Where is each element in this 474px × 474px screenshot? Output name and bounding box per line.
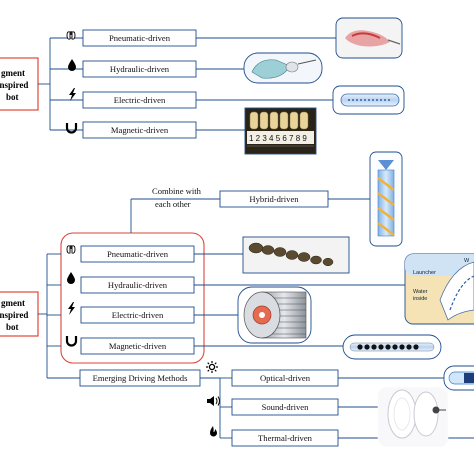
lightning-icon — [69, 88, 76, 101]
emerging-box: Emerging Driving Methods — [79, 369, 201, 387]
bottom-tree-lines — [38, 198, 474, 439]
top-box-hydraulic: Hydraulic-driven — [82, 60, 197, 78]
top-root-title-1: gment — [1, 68, 25, 78]
top-box-electric: Electric-driven — [82, 91, 197, 109]
label-sound: Sound-driven — [262, 402, 309, 412]
bottom-label-hydraulic: Hydraulic-driven — [108, 280, 168, 290]
emerging-label: Emerging Driving Methods — [93, 373, 188, 383]
flame-icon — [210, 426, 217, 437]
hydraulic-water-text-2: inside — [413, 296, 427, 302]
bottom-photo-pneumatic — [242, 236, 350, 274]
top-photo-hydraulic — [243, 52, 323, 84]
hydraulic-corner-text: W — [464, 258, 470, 264]
water-drop-icon — [68, 59, 76, 71]
bottom-root-title-2: inspired — [0, 310, 28, 320]
top-tree-lines — [38, 37, 336, 131]
bottom-photo-optical — [443, 365, 474, 391]
box-sound: Sound-driven — [231, 398, 339, 416]
hydraulic-launcher-text: Launcher — [413, 270, 436, 276]
top-photo-pneumatic — [335, 17, 403, 59]
top-root-title-3: bot — [6, 92, 19, 102]
bottom-photo-hybrid — [369, 151, 403, 247]
top-label-hydraulic: Hydraulic-driven — [110, 64, 170, 74]
top-photo-electric — [332, 85, 405, 115]
bottom-box-pneumatic: Pneumatic-driven — [80, 245, 195, 263]
bottom-photo-electric — [237, 286, 312, 344]
bottom-root-box — [0, 291, 39, 337]
top-box-pneumatic: Pneumatic-driven — [82, 29, 197, 47]
bottom-photo-sound — [377, 386, 449, 448]
lung-icon — [66, 245, 76, 254]
speaker-icon — [207, 396, 220, 406]
top-ruler-digits: 1 2 3 4 5 6 7 8 9 — [249, 134, 307, 143]
top-label-magnetic: Magnetic-driven — [111, 125, 169, 135]
lung-icon — [66, 31, 76, 40]
bottom-photo-magnetic — [342, 334, 442, 360]
label-thermal: Thermal-driven — [258, 433, 313, 443]
box-optical: Optical-driven — [231, 369, 339, 387]
bottom-label-magnetic: Magnetic-driven — [109, 341, 167, 351]
bottom-label-electric: Electric-driven — [112, 310, 164, 320]
top-root-title-2: inspired — [0, 80, 28, 90]
water-drop-icon — [67, 272, 75, 284]
bottom-red-group — [60, 232, 205, 364]
bottom-root-title-1: gment — [1, 298, 25, 308]
label-optical: Optical-driven — [260, 373, 311, 383]
hydraulic-water-text-1: Water — [413, 289, 428, 295]
hybrid-label: Hybrid-driven — [249, 194, 299, 204]
top-label-electric: Electric-driven — [114, 95, 166, 105]
bottom-box-hydraulic: Hydraulic-driven — [80, 276, 195, 294]
top-box-magnetic: Magnetic-driven — [82, 121, 197, 139]
sun-icon — [206, 361, 218, 373]
bottom-box-electric: Electric-driven — [80, 306, 195, 324]
magnet-icon — [65, 123, 78, 134]
box-thermal: Thermal-driven — [231, 429, 339, 447]
bottom-root-title-3: bot — [6, 322, 19, 332]
lightning-icon — [68, 302, 75, 315]
combine-label-1: Combine with — [152, 186, 202, 196]
magnet-icon — [65, 336, 78, 347]
top-photo-magnetic: 1 2 3 4 5 6 7 8 9 — [244, 107, 317, 155]
top-label-pneumatic: Pneumatic-driven — [109, 33, 171, 43]
bottom-box-magnetic: Magnetic-driven — [80, 337, 195, 355]
combine-label-2: each other — [155, 199, 191, 209]
bottom-label-pneumatic: Pneumatic-driven — [107, 249, 169, 259]
hybrid-box: Hybrid-driven — [219, 190, 329, 208]
bottom-photo-hydraulic: Launcher Water inside W — [404, 253, 474, 325]
